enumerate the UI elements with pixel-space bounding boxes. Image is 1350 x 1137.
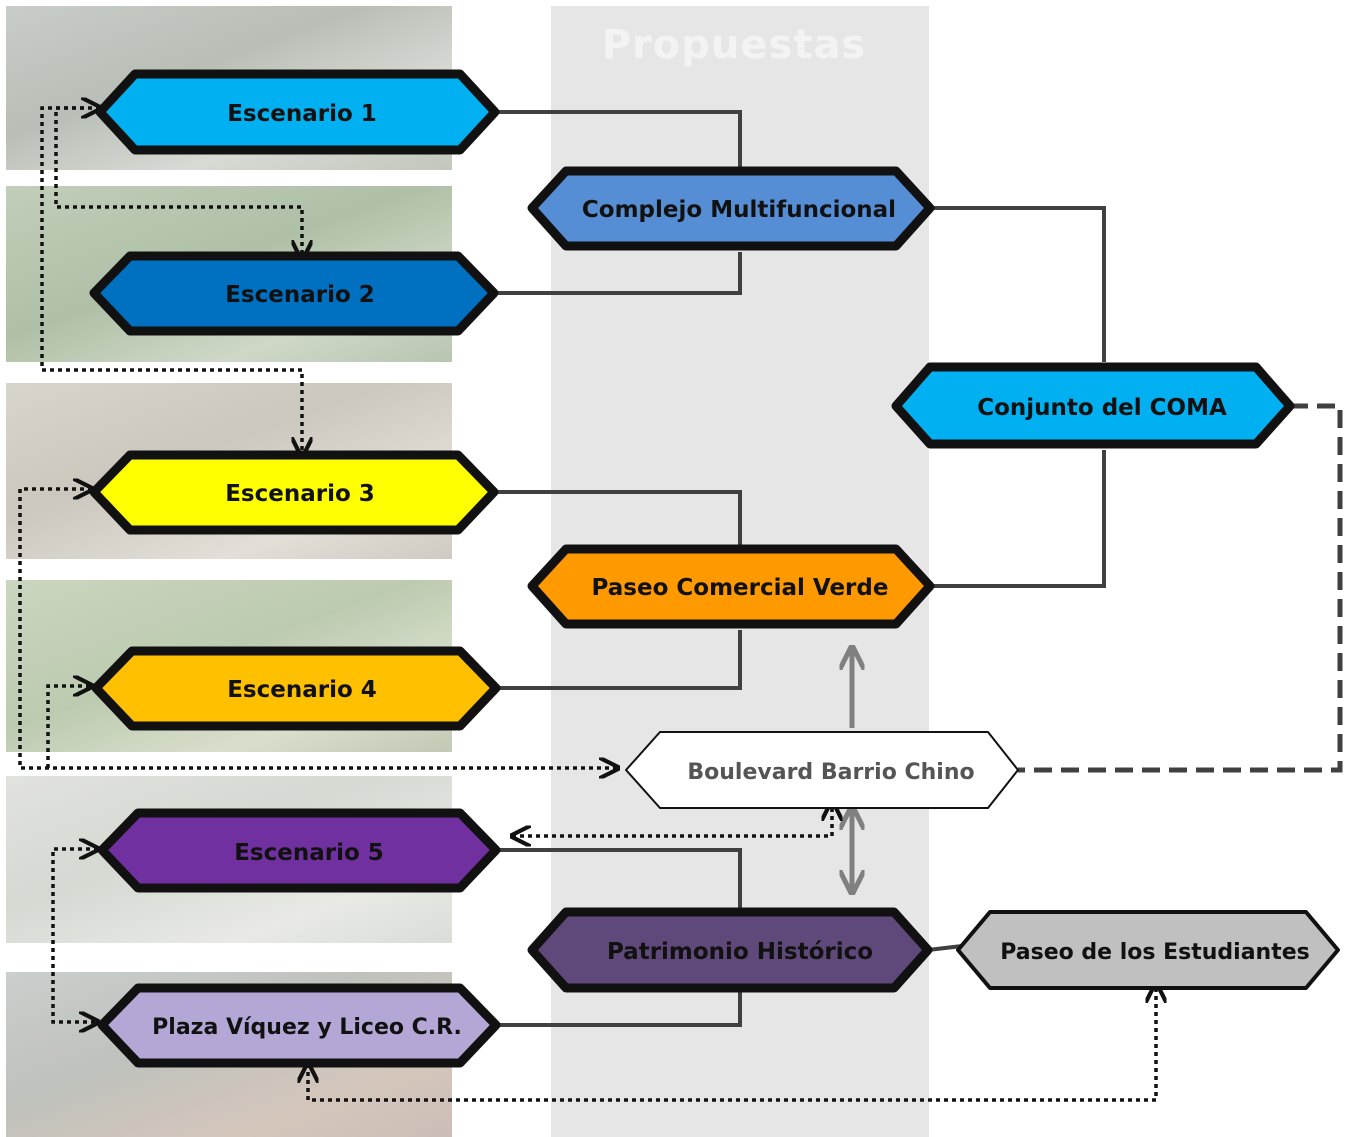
dotted-link-esc3-boulevard <box>18 489 618 768</box>
dotted-link-plaza-estudiantes <box>308 984 1156 1102</box>
link-escenario4-paseo <box>495 630 742 690</box>
link-paseo-conjunto <box>932 450 1106 588</box>
node-escenario-5: Escenario 5 <box>97 808 501 893</box>
conjunto-label: Conjunto del COMA <box>977 395 1227 421</box>
node-escenario-3: Escenario 3 <box>89 450 499 535</box>
dotted-link-esc5-plaza <box>51 849 98 1022</box>
node-paseo-estudiantes: Paseo de los Estudiantes <box>956 910 1340 990</box>
node-escenario-4: Escenario 4 <box>91 646 501 731</box>
link-escenario1-complejo <box>495 110 742 168</box>
link-escenario2-complejo <box>495 252 742 295</box>
link-patrimonio-estudiantes <box>927 944 963 952</box>
complejo-label: Complejo Multifuncional <box>582 197 896 223</box>
escenario-3-hexagon <box>89 450 499 535</box>
column-header: Propuestas <box>601 22 867 68</box>
escenario-1-hexagon <box>95 69 500 155</box>
conjunto-hexagon <box>891 362 1295 449</box>
link-escenario5-patrimonio <box>495 848 742 908</box>
paseo-verde-hexagon <box>527 544 935 629</box>
paseo-verde-label: Paseo Comercial Verde <box>592 575 889 601</box>
node-plaza-viquez: Plaza Víquez y Liceo C.R. <box>97 983 501 1068</box>
node-boulevard-barrio-chino: Boulevard Barrio Chino <box>625 731 1019 809</box>
escenario-5-label: Escenario 5 <box>234 840 384 866</box>
escenario-5-hexagon <box>97 808 501 893</box>
node-escenario-2: Escenario 2 <box>89 251 499 336</box>
node-complejo-multifuncional: Complejo Multifuncional <box>527 166 935 251</box>
escenario-4-hexagon <box>91 646 501 731</box>
plaza-hexagon <box>97 983 501 1068</box>
dotted-connectors <box>18 106 1156 1102</box>
node-paseo-comercial-verde: Paseo Comercial Verde <box>527 544 935 629</box>
patrimonio-hexagon <box>527 907 933 993</box>
escenario-2-label: Escenario 2 <box>225 282 375 308</box>
complejo-hexagon <box>527 166 935 251</box>
plaza-label: Plaza Víquez y Liceo C.R. <box>152 1015 462 1040</box>
escenario-3-label: Escenario 3 <box>225 481 375 507</box>
node-patrimonio-historico: Patrimonio Histórico <box>527 907 933 993</box>
dashed-link-conjunto-boulevard <box>1018 403 1343 773</box>
patrimonio-label: Patrimonio Histórico <box>607 939 873 965</box>
link-escenario3-paseo <box>495 490 742 546</box>
dotted-link-esc5-boulevard <box>512 802 832 836</box>
link-complejo-conjunto <box>932 206 1106 362</box>
node-escenario-1: Escenario 1 <box>95 69 500 155</box>
estudiantes-label: Paseo de los Estudiantes <box>1000 940 1310 965</box>
dotted-link-boulevard-esc4 <box>46 686 92 768</box>
escenario-1-label: Escenario 1 <box>227 101 377 127</box>
boulevard-label: Boulevard Barrio Chino <box>687 760 974 785</box>
dotted-link-esc1-esc2 <box>54 106 302 259</box>
estudiantes-hexagon <box>956 910 1340 990</box>
dotted-link-esc1-esc3 <box>40 108 302 456</box>
escenario-4-label: Escenario 4 <box>227 677 377 703</box>
node-conjunto-coma: Conjunto del COMA <box>891 362 1295 449</box>
link-plaza-patrimonio <box>495 992 742 1027</box>
boulevard-hexagon <box>625 731 1019 809</box>
escenario-2-hexagon <box>89 251 499 336</box>
